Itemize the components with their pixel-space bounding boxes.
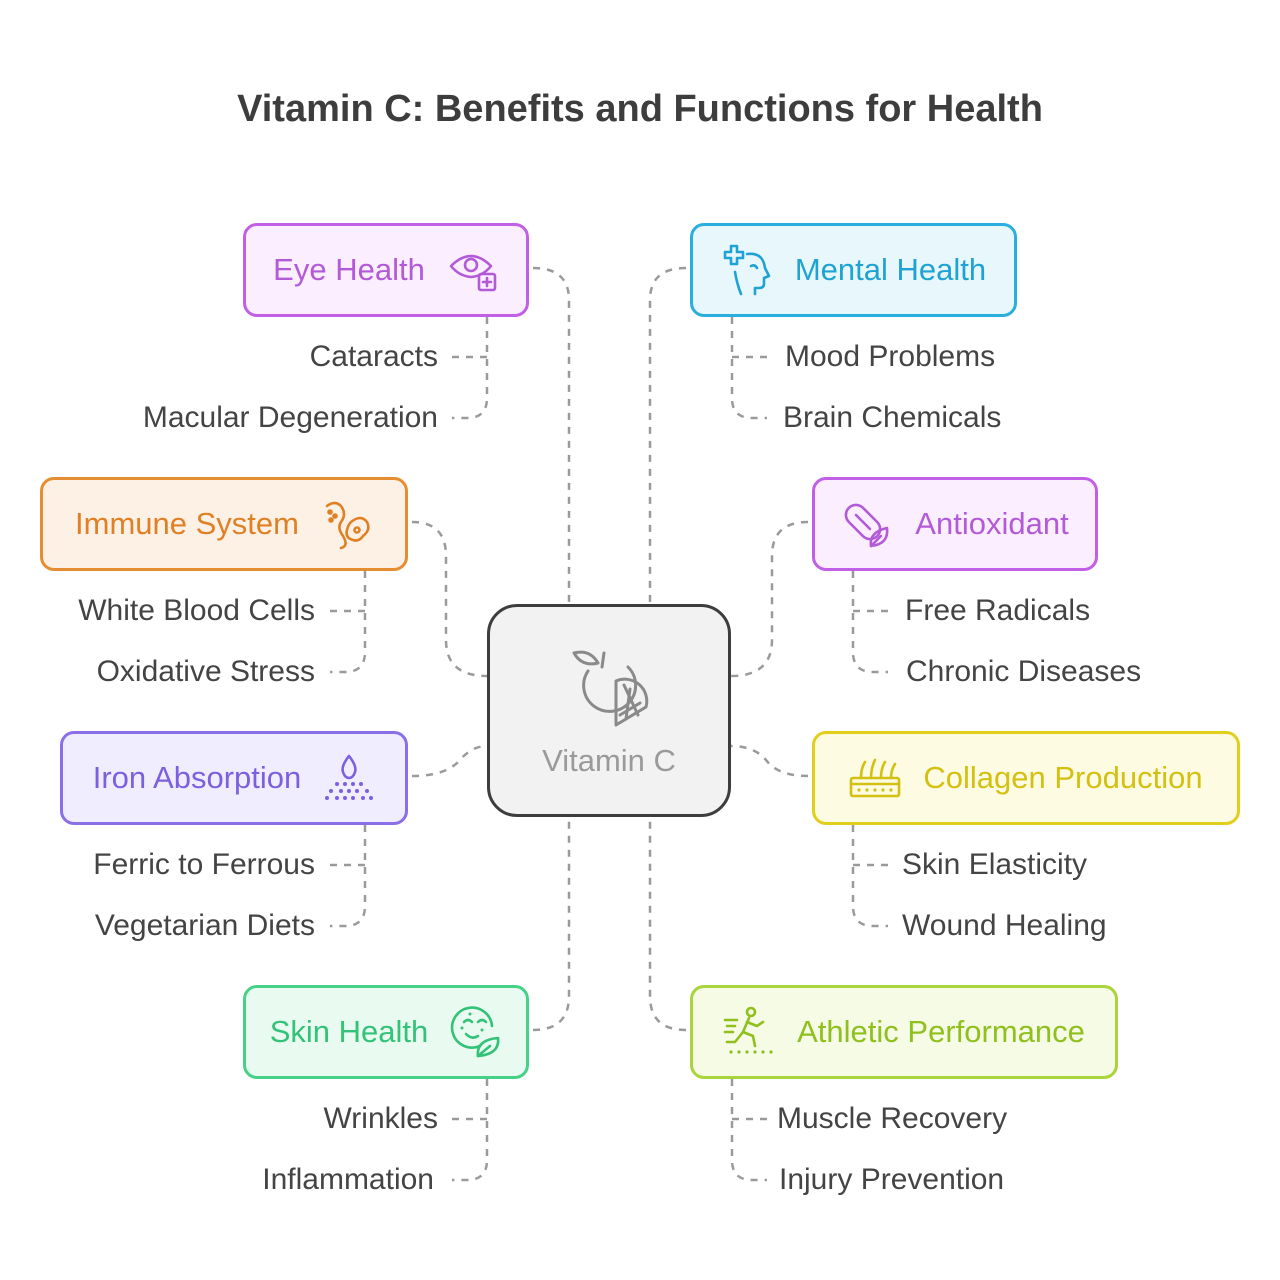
center-label: Vitamin C (542, 743, 676, 778)
connector-eye-items (452, 317, 489, 420)
connector-collagen (730, 744, 809, 778)
connector-antiox (730, 520, 809, 678)
antiox-item-1: Free Radicals (905, 594, 1091, 627)
runner-icon (723, 1006, 775, 1058)
skin-item-2: Inflammation (262, 1163, 434, 1196)
connector-antiox-items (851, 571, 888, 674)
drop-dots-icon (323, 752, 375, 804)
center-node: Vitamin C (487, 604, 731, 817)
eye-item-2: Macular Degeneration (142, 401, 438, 434)
iron-item-1: Ferric to Ferrous (93, 848, 315, 881)
category-label: Eye Health (273, 252, 425, 287)
category-mental-health: Mental Health (690, 223, 1017, 317)
category-skin-health: Skin Health (243, 985, 529, 1079)
category-label: Mental Health (794, 252, 987, 287)
category-iron-absorption: Iron Absorption (60, 731, 408, 825)
skin-item-1: Wrinkles (323, 1102, 438, 1135)
diagram-title: Vitamin C: Benefits and Functions for He… (237, 88, 1043, 130)
immune-cells-icon (321, 498, 373, 550)
category-label: Iron Absorption (92, 760, 302, 795)
category-label: Collagen Production (923, 760, 1203, 795)
category-collagen-production: Collagen Production (812, 731, 1240, 825)
connector-athletic-items (730, 1079, 767, 1182)
orange-slice-icon (568, 645, 654, 731)
category-athletic-performance: Athletic Performance (690, 985, 1118, 1079)
collagen-item-2: Wound Healing (902, 909, 1107, 942)
athletic-item-1: Muscle Recovery (777, 1102, 1008, 1135)
category-label: Athletic Performance (797, 1014, 1085, 1049)
mental-item-2: Brain Chemicals (783, 401, 1002, 434)
connector-skin-items (452, 1079, 489, 1182)
capsule-leaf-icon (841, 498, 893, 550)
connector-iron (411, 744, 488, 778)
connector-mental (648, 266, 687, 604)
skin-layer-icon (849, 752, 901, 804)
connector-immune-items (330, 571, 367, 674)
connector-skin (532, 817, 571, 1032)
category-label: Skin Health (269, 1014, 429, 1049)
mental-item-1: Mood Problems (785, 340, 996, 373)
immune-item-2: Oxidative Stress (96, 655, 315, 688)
connector-mental-items (730, 317, 767, 420)
connector-eye (532, 266, 571, 604)
connector-collagen-items (851, 825, 888, 928)
head-plus-icon (721, 244, 773, 296)
category-eye-health: Eye Health (243, 223, 529, 317)
collagen-item-1: Skin Elasticity (902, 848, 1088, 881)
connector-iron-items (330, 825, 367, 928)
immune-item-1: White Blood Cells (78, 594, 315, 627)
connector-athletic (648, 817, 687, 1032)
category-antioxidant: Antioxidant (812, 477, 1098, 571)
category-label: Immune System (75, 506, 299, 541)
face-leaf-icon (450, 1006, 502, 1058)
athletic-item-2: Injury Prevention (779, 1163, 1005, 1196)
category-immune-system: Immune System (40, 477, 408, 571)
iron-item-2: Vegetarian Diets (94, 909, 315, 942)
connector-immune (411, 520, 488, 678)
category-label: Antioxidant (915, 506, 1069, 541)
eye-plus-icon (447, 244, 499, 296)
eye-item-1: Cataracts (309, 340, 438, 373)
antiox-item-2: Chronic Diseases (906, 655, 1142, 688)
